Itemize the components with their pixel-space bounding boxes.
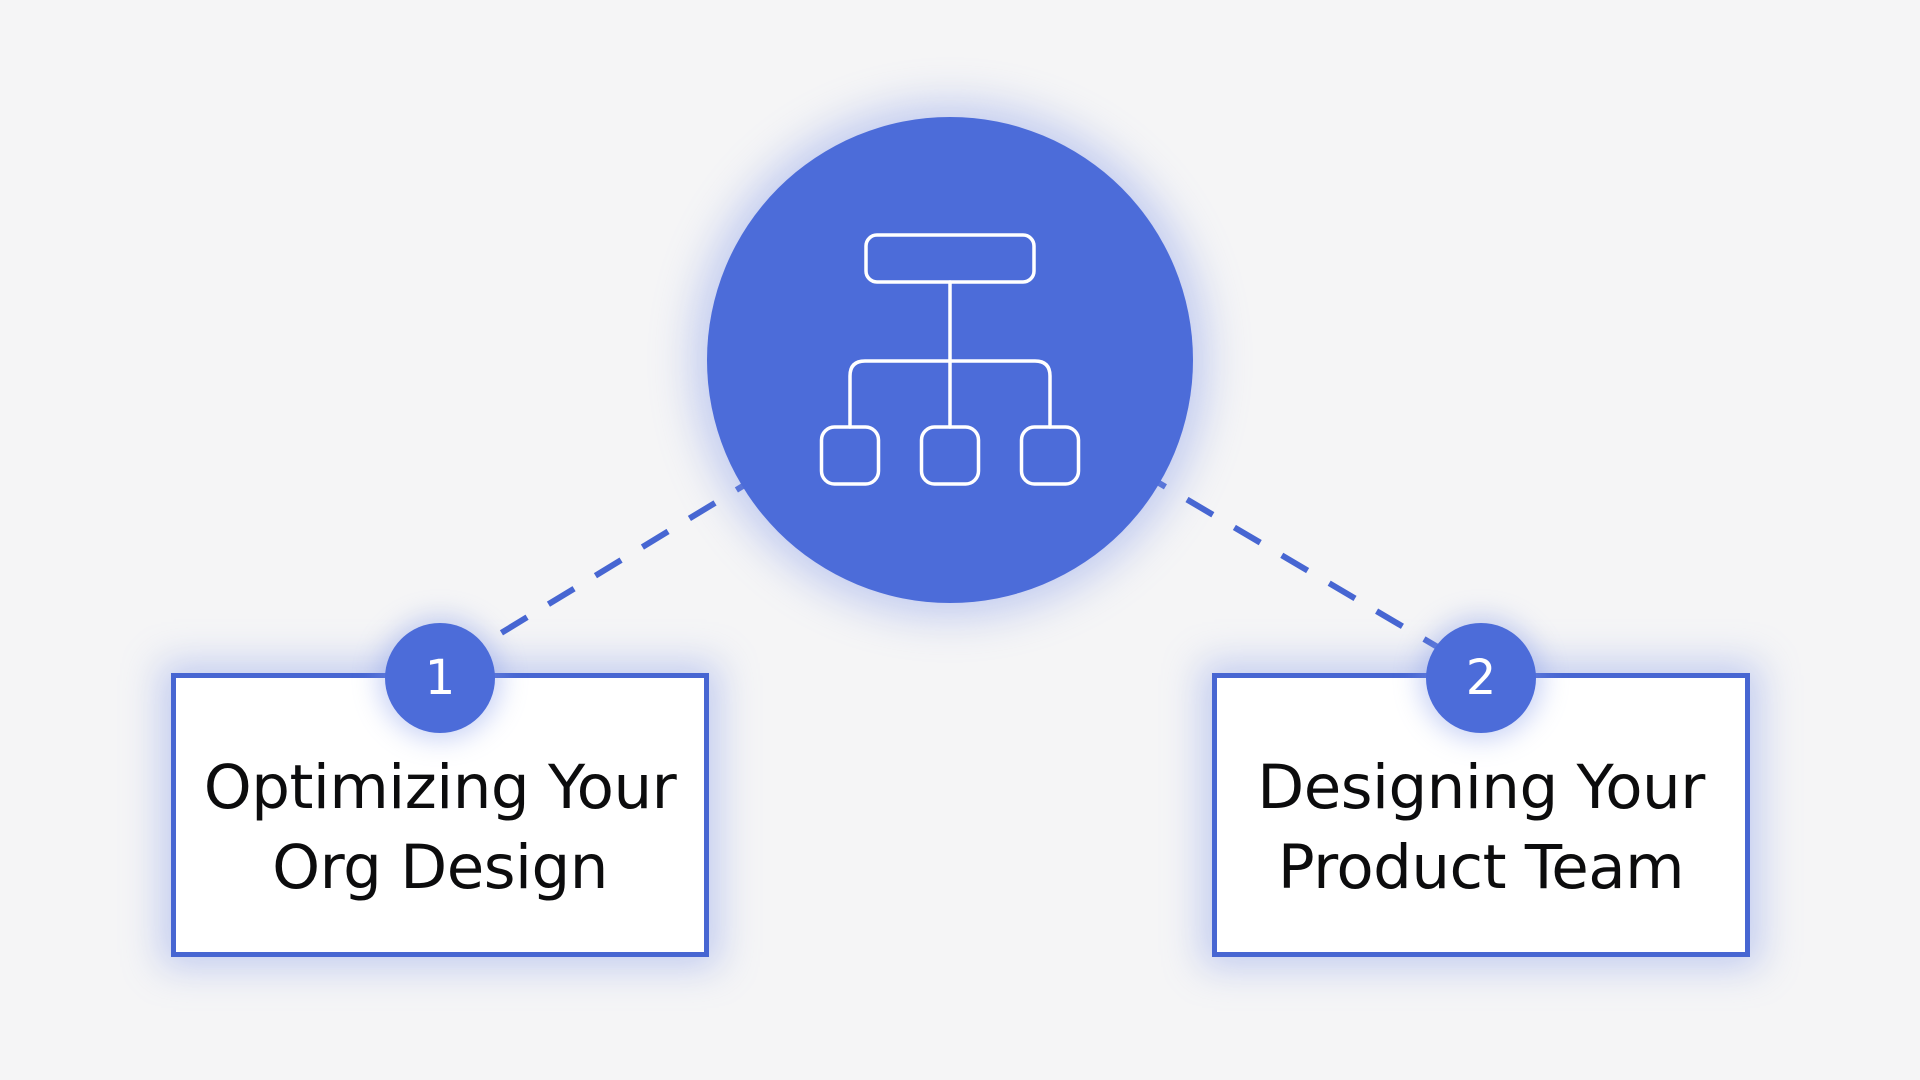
org-chart-leaf-node-middle: [919, 425, 981, 486]
org-chart-leaf-node-left: [819, 425, 881, 486]
step-badge-2: 2: [1426, 623, 1536, 733]
step-card-2: 2 Designing Your Product Team: [1212, 623, 1750, 957]
step-number-2: 2: [1465, 650, 1497, 706]
org-chart-icon: [819, 233, 1081, 486]
step-title-1-line1: Optimizing Your: [203, 752, 677, 823]
step-title-1-line2: Org Design: [272, 832, 608, 903]
step-title-1: Optimizing Your Org Design: [203, 722, 677, 908]
step-badge-1: 1: [385, 623, 495, 733]
step-title-2-line1: Designing Your: [1257, 752, 1705, 823]
org-chart-branch-line: [848, 359, 1052, 429]
connector-line-right: [948, 357, 1482, 675]
org-chart-leaf-node-right: [1019, 425, 1081, 486]
step-title-2: Designing Your Product Team: [1257, 722, 1705, 908]
org-chart-root-node: [864, 233, 1036, 284]
hub-circle: [707, 117, 1193, 603]
step-card-1: 1 Optimizing Your Org Design: [171, 623, 709, 957]
step-title-2-line2: Product Team: [1277, 832, 1685, 903]
step-number-1: 1: [424, 650, 456, 706]
connector-line-left: [435, 357, 952, 675]
